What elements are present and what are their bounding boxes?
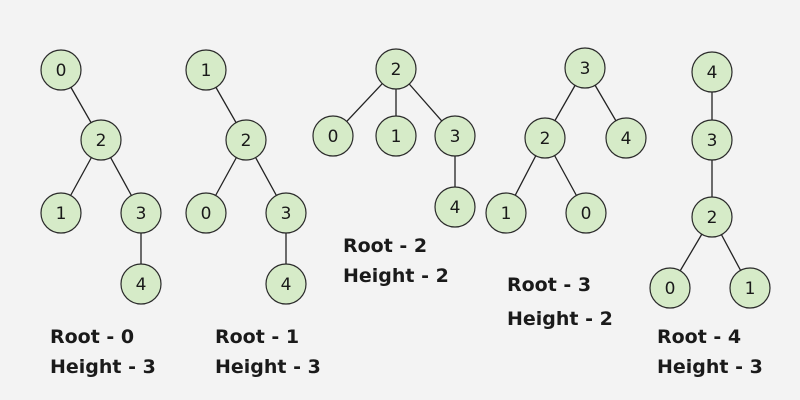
node-circle: [729, 267, 771, 309]
node-circle: [605, 117, 647, 159]
tree-node: 4: [265, 263, 307, 305]
node-label: 4: [136, 275, 147, 295]
caption-root-label: Root - 2: [343, 235, 428, 257]
tree-node: 4: [434, 186, 476, 228]
tree-node: 3: [434, 115, 476, 157]
node-circle: [312, 115, 354, 157]
node-circle: [691, 51, 733, 93]
node-label: 3: [707, 131, 718, 151]
node-label: 1: [391, 127, 402, 147]
node-label: 0: [56, 61, 67, 81]
node-circle: [649, 267, 691, 309]
node-label: 2: [707, 208, 718, 228]
node-label: 1: [745, 279, 756, 299]
tree-node: 0: [649, 267, 691, 309]
tree-node: 2: [375, 48, 417, 90]
caption-root-label: Root - 3: [507, 274, 592, 296]
node-label: 0: [665, 279, 676, 299]
node-label: 1: [201, 61, 212, 81]
caption-height-label: Height - 2: [343, 265, 449, 287]
caption-root-label: Root - 4: [657, 326, 742, 348]
node-label: 0: [328, 127, 339, 147]
node-label: 3: [136, 204, 147, 224]
node-label: 0: [581, 204, 592, 224]
tree-node: 2: [524, 117, 566, 159]
node-label: 4: [281, 275, 292, 295]
tree-node: 0: [185, 192, 227, 234]
node-label: 1: [56, 204, 67, 224]
node-circle: [265, 192, 307, 234]
tree-node: 1: [185, 49, 227, 91]
tree-node: 0: [312, 115, 354, 157]
nodes-layer: 0 2 1 3 4 1 2 0 3 4 2 0 1 3 4 3 2 4 1 0 4 3 2 0 1: [40, 47, 771, 309]
tree-node: 4: [120, 263, 162, 305]
node-label: 2: [391, 60, 402, 80]
node-circle: [120, 263, 162, 305]
caption-height-label: Height - 3: [50, 356, 156, 378]
node-circle: [485, 192, 527, 234]
tree-node: 2: [691, 196, 733, 238]
tree-node: 3: [564, 47, 606, 89]
node-label: 2: [241, 131, 252, 151]
caption-height-label: Height - 2: [507, 308, 613, 330]
node-circle: [225, 119, 267, 161]
tree-node: 3: [691, 119, 733, 161]
tree-node: 1: [40, 192, 82, 234]
caption-tree-root-2: Root - 2 Height - 2: [343, 231, 449, 291]
node-circle: [375, 115, 417, 157]
tree-node: 3: [120, 192, 162, 234]
node-circle: [40, 192, 82, 234]
tree-node: 0: [40, 49, 82, 91]
node-circle: [691, 196, 733, 238]
tree-node: 1: [485, 192, 527, 234]
tree-node: 2: [225, 119, 267, 161]
node-circle: [434, 115, 476, 157]
node-circle: [265, 263, 307, 305]
caption-tree-root-3: Root - 3 Height - 2: [507, 268, 613, 336]
node-circle: [524, 117, 566, 159]
tree-node: 3: [265, 192, 307, 234]
node-circle: [691, 119, 733, 161]
node-label: 4: [707, 63, 718, 83]
node-label: 4: [621, 129, 632, 149]
node-circle: [185, 192, 227, 234]
caption-root-label: Root - 0: [50, 326, 135, 348]
caption-tree-root-4: Root - 4 Height - 3: [657, 322, 763, 382]
node-label: 1: [501, 204, 512, 224]
node-label: 4: [450, 198, 461, 218]
node-label: 3: [281, 204, 292, 224]
node-circle: [120, 192, 162, 234]
node-circle: [185, 49, 227, 91]
tree-node: 4: [691, 51, 733, 93]
node-circle: [564, 47, 606, 89]
node-label: 0: [201, 204, 212, 224]
tree-node: 4: [605, 117, 647, 159]
caption-height-label: Height - 3: [657, 356, 763, 378]
tree-node: 0: [565, 192, 607, 234]
tree-node: 1: [729, 267, 771, 309]
node-circle: [80, 119, 122, 161]
node-circle: [40, 49, 82, 91]
node-label: 3: [450, 127, 461, 147]
node-circle: [375, 48, 417, 90]
node-label: 2: [96, 131, 107, 151]
tree-node: 2: [80, 119, 122, 161]
node-label: 3: [580, 59, 591, 79]
node-circle: [565, 192, 607, 234]
node-label: 2: [540, 129, 551, 149]
caption-root-label: Root - 1: [215, 326, 300, 348]
caption-height-label: Height - 3: [215, 356, 321, 378]
caption-tree-root-0: Root - 0 Height - 3: [50, 322, 156, 382]
tree-node: 1: [375, 115, 417, 157]
caption-tree-root-1: Root - 1 Height - 3: [215, 322, 321, 382]
node-circle: [434, 186, 476, 228]
